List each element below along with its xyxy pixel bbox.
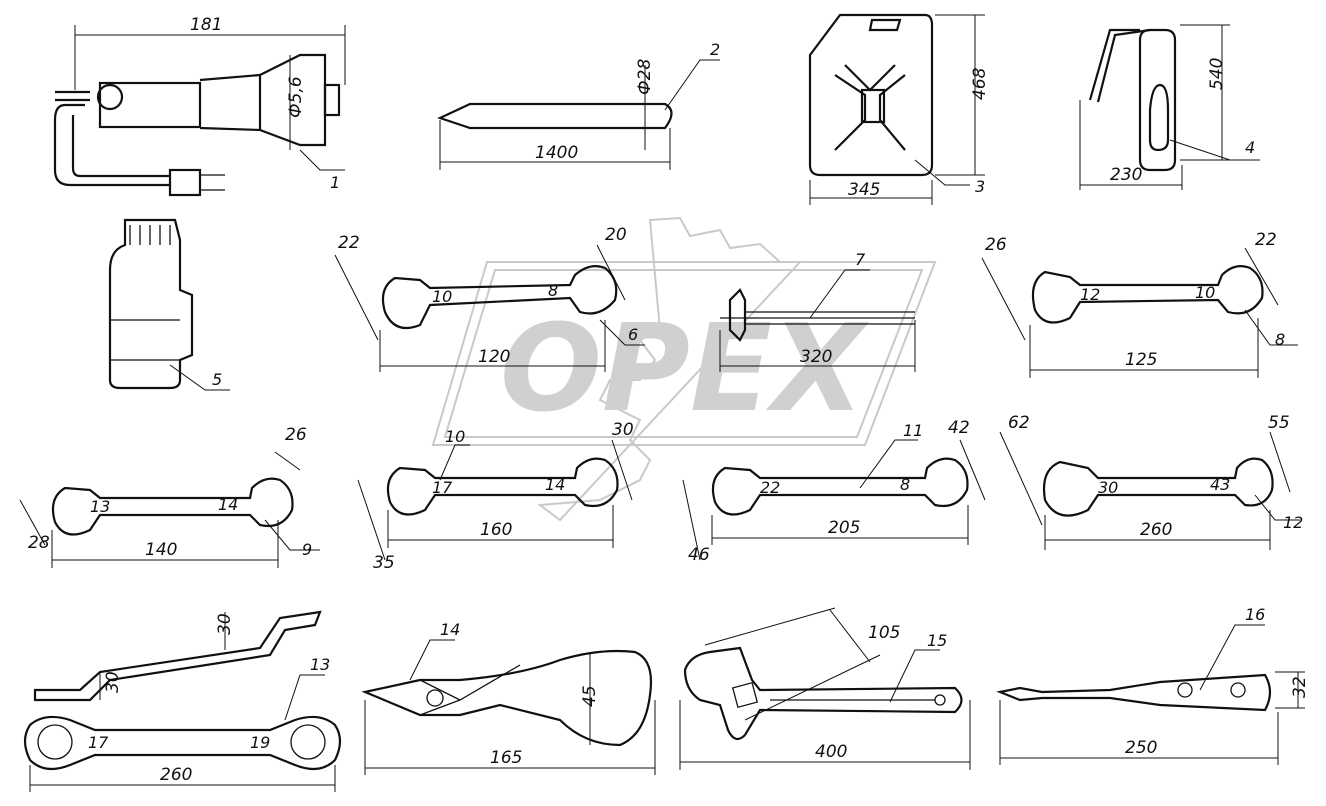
dim-105: 105 (868, 623, 900, 643)
dim-30c: 30 (103, 671, 123, 693)
dim-62: 62 (1008, 413, 1030, 433)
dim-205: 205 (828, 518, 860, 538)
callout-3: 3 (975, 177, 985, 196)
wrench-9-size-a: 13 (90, 497, 110, 516)
dim-181: 181 (190, 15, 222, 35)
item-14-pliers: 45 165 14 (361, 620, 656, 775)
callout-9: 9 (302, 540, 312, 559)
callout-14: 14 (440, 620, 460, 639)
item-15-adjustable-wrench: 105 400 15 (679, 607, 971, 770)
callout-15: 15 (927, 631, 947, 650)
dim-45: 45 (580, 685, 600, 707)
callout-10: 10 (445, 427, 465, 446)
dim-345: 345 (848, 180, 880, 200)
dim-26b: 26 (285, 425, 307, 445)
callout-7: 7 (855, 250, 866, 269)
item-13-box-wrench: 17 19 30 30 260 13 (23, 610, 342, 792)
wrench-9-size-b: 14 (218, 495, 238, 514)
wrench-11-size-b: 8 (900, 475, 910, 494)
dim-468: 468 (970, 67, 990, 100)
item-1-vulcanizer: 181 Ф5,6 1 (53, 15, 346, 197)
dim-22a: 22 (338, 233, 360, 253)
callout-16: 16 (1245, 605, 1265, 624)
wrench-10-size-a: 17 (432, 478, 453, 497)
item-11-wrench: 22 8 46 42 205 11 (682, 418, 986, 565)
item-12-wrench: 30 43 62 55 260 12 (999, 413, 1303, 550)
opex-watermark: OPEX (431, 216, 937, 522)
dim-260a: 260 (1140, 520, 1172, 540)
wrench-10-size-b: 14 (545, 475, 565, 494)
dim-42: 42 (948, 418, 970, 438)
dim-160: 160 (480, 520, 512, 540)
dim-28: 28 (28, 533, 50, 553)
dim-20: 20 (605, 225, 627, 245)
dim-165: 165 (490, 748, 522, 768)
wrench-8-size-a: 12 (1080, 285, 1100, 304)
wrench-6-size-a: 10 (432, 287, 452, 306)
dim-125: 125 (1125, 350, 1157, 370)
wrench-6-size-b: 8 (548, 281, 558, 300)
callout-2: 2 (710, 40, 720, 59)
dim-400: 400 (815, 742, 847, 762)
wrench-12-size-a: 30 (1098, 478, 1118, 497)
dim-140: 140 (145, 540, 177, 560)
item-9-wrench: 13 14 28 26 140 9 (19, 425, 320, 568)
callout-1: 1 (330, 173, 340, 192)
dim-32: 32 (1290, 676, 1310, 698)
dim-120: 120 (478, 347, 510, 367)
item-2-crowbar: 1400 Ф28 2 (437, 40, 720, 170)
dim-320: 320 (800, 347, 832, 367)
callout-12: 12 (1283, 513, 1303, 532)
dim-55: 55 (1268, 413, 1290, 433)
wrench-11-size-a: 22 (760, 478, 780, 497)
callout-11: 11 (903, 421, 923, 440)
item-8-wrench: 12 10 26 22 125 8 (981, 230, 1298, 378)
item-16-screwdriver: 32 250 16 (996, 605, 1310, 765)
dim-250: 250 (1125, 738, 1157, 758)
dim-35: 35 (373, 553, 395, 573)
item-6-wrench: 10 8 22 20 120 6 (334, 225, 645, 372)
dim-540: 540 (1207, 58, 1227, 90)
dim-260b: 260 (160, 765, 192, 785)
dim-230: 230 (1110, 165, 1142, 185)
item-7-pin: 320 7 (719, 250, 916, 372)
watermark-brand: OPEX (500, 300, 870, 439)
dim-30b: 30 (215, 613, 235, 635)
dim-26a: 26 (985, 235, 1007, 255)
item-3-jerrycan: 468 345 3 (808, 13, 990, 205)
dim-22b: 22 (1255, 230, 1277, 250)
dim-30a: 30 (612, 420, 634, 440)
item-4-pump: 540 230 4 (1079, 24, 1260, 190)
callout-6: 6 (628, 325, 638, 344)
dim-dia-28: Ф28 (635, 59, 655, 95)
wrench-13-size-b: 19 (250, 733, 270, 752)
callout-5: 5 (212, 370, 222, 389)
item-5-oil-can: 5 (108, 218, 230, 391)
dim-46: 46 (688, 545, 710, 565)
item-10-wrench: 17 14 35 30 160 10 (357, 420, 634, 573)
wrench-13-size-a: 17 (88, 733, 109, 752)
callout-4: 4 (1245, 138, 1255, 157)
callout-13: 13 (310, 655, 330, 674)
wrench-12-size-b: 43 (1210, 475, 1230, 494)
dim-dia-5-6: Ф5,6 (286, 76, 306, 118)
dim-1400: 1400 (535, 143, 578, 163)
callout-8: 8 (1275, 330, 1285, 349)
wrench-8-size-b: 10 (1195, 283, 1215, 302)
